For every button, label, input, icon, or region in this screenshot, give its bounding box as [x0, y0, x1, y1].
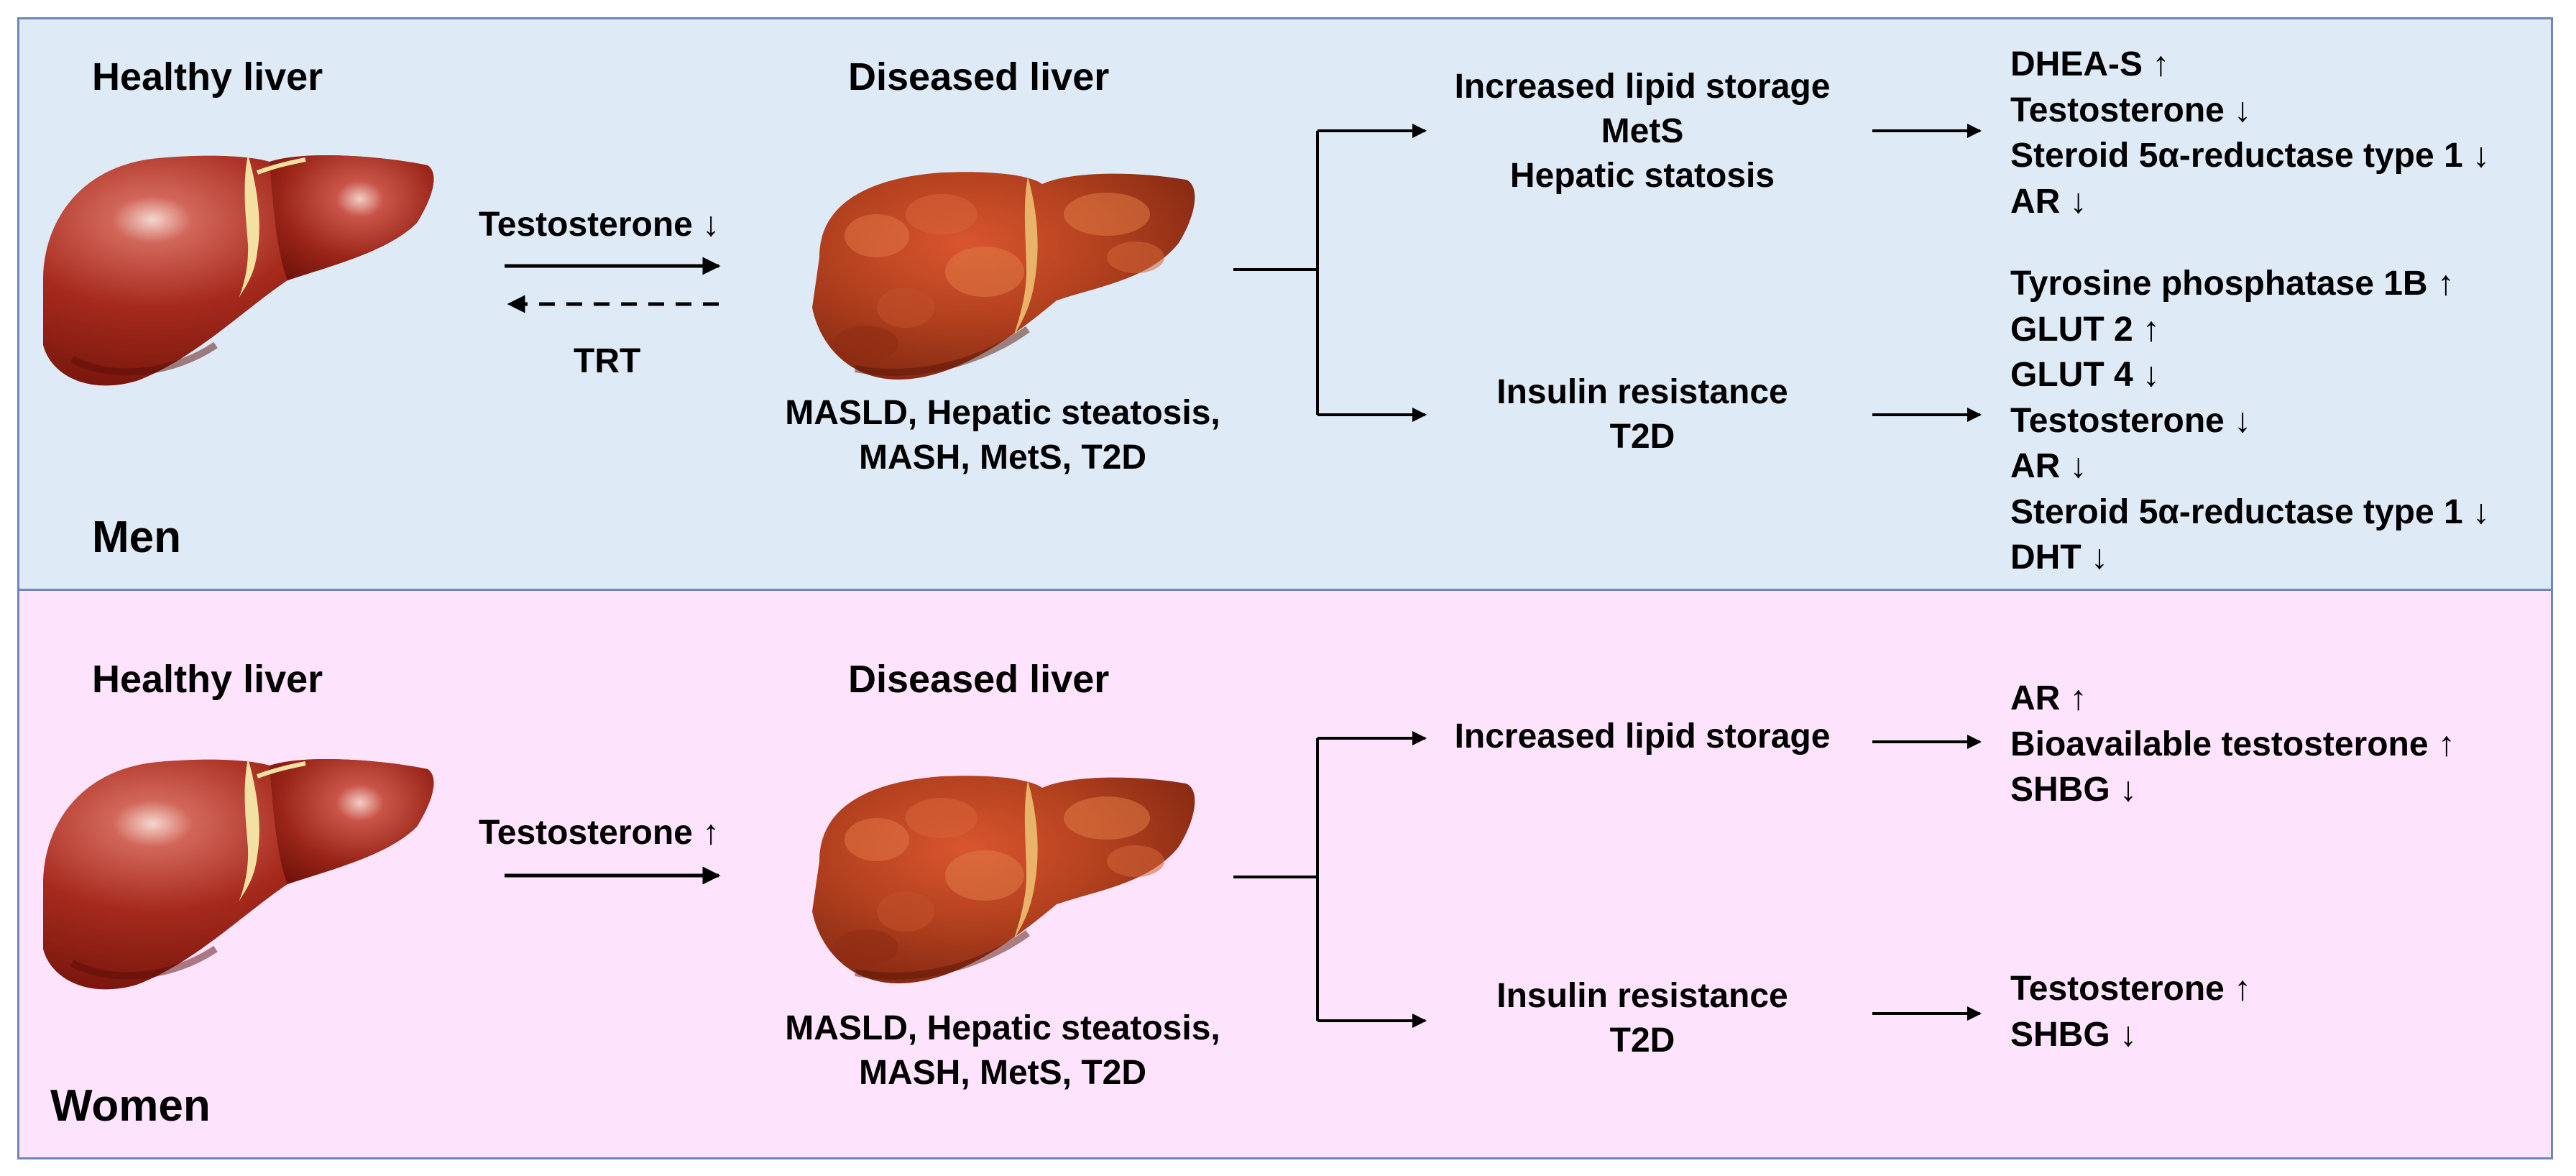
men-healthy-liver-image: [43, 155, 434, 386]
women-marker-upper-3: SHBG ↓: [2010, 771, 2138, 809]
men-branch-lower-line-2: T2D: [1609, 418, 1675, 456]
women-branch-upper: Increased lipid storage: [1409, 715, 1876, 759]
men-diseased-liver-title: Diseased liver: [848, 55, 1110, 98]
men-sex-label: Men: [92, 513, 181, 562]
men-markers-lower: Tyrosine phosphatase 1B ↑ GLUT 2 ↑ GLUT …: [2010, 261, 2490, 581]
men-branch-lower: Insulin resistance T2D: [1409, 370, 1876, 459]
men-markers-upper: DHEA-S ↑ Testosterone ↓ Steroid 5α-reduc…: [2010, 42, 2490, 224]
men-branch-lower-line-1: Insulin resistance: [1496, 373, 1788, 411]
women-conditions: MASLD, Hepatic steatosis, MASH, MetS, T2…: [758, 1006, 1247, 1095]
men-branch-upper: Increased lipid storage MetS Hepatic sta…: [1409, 65, 1876, 198]
women-sex-label: Women: [50, 1081, 211, 1131]
men-marker-lower-5: AR ↓: [2010, 447, 2087, 485]
women-healthy-liver-title: Healthy liver: [92, 658, 323, 701]
women-testosterone-arrow-label: Testosterone ↑: [479, 814, 720, 852]
men-healthy-liver-title: Healthy liver: [92, 55, 323, 98]
men-diseased-liver-image: [812, 172, 1195, 380]
women-conditions-line-2: MASH, MetS, T2D: [858, 1054, 1147, 1092]
men-conditions-line-2: MASH, MetS, T2D: [858, 438, 1147, 477]
women-branch-lower-line-2: T2D: [1609, 1021, 1675, 1060]
men-branch-upper-line-2: MetS: [1601, 112, 1684, 150]
men-branch-upper-line-3: Hepatic statosis: [1509, 157, 1775, 195]
men-marker-upper-2: Testosterone ↓: [2010, 91, 2252, 129]
men-marker-lower-3: GLUT 4 ↓: [2010, 356, 2161, 394]
women-conditions-line-1: MASLD, Hepatic steatosis,: [785, 1009, 1220, 1047]
women-diseased-liver-image: [812, 776, 1195, 983]
men-marker-lower-6: Steroid 5α-reductase type 1 ↓: [2010, 492, 2490, 531]
women-marker-upper-2: Bioavailable testosterone ↑: [2010, 725, 2455, 763]
men-marker-upper-1: DHEA-S ↑: [2010, 45, 2170, 83]
women-panel: [17, 589, 2553, 1159]
men-marker-lower-1: Tyrosine phosphatase 1B ↑: [2010, 265, 2455, 303]
men-marker-upper-3: Steroid 5α-reductase type 1 ↓: [2010, 137, 2490, 175]
women-healthy-liver-image: [43, 758, 434, 990]
men-panel: [17, 17, 2553, 591]
men-conditions-line-1: MASLD, Hepatic steatosis,: [785, 394, 1220, 432]
men-branch-upper-line-1: Increased lipid storage: [1454, 68, 1831, 106]
women-marker-lower-2: SHBG ↓: [2010, 1015, 2138, 1054]
women-branch-lower: Insulin resistance T2D: [1409, 974, 1876, 1063]
women-branch-upper-line-1: Increased lipid storage: [1454, 717, 1831, 755]
men-marker-upper-4: AR ↓: [2010, 182, 2087, 221]
men-trt-label: TRT: [574, 342, 641, 380]
women-marker-upper-1: AR ↑: [2010, 679, 2087, 717]
men-marker-lower-2: GLUT 2 ↑: [2010, 310, 2161, 349]
women-diseased-liver-title: Diseased liver: [848, 658, 1110, 701]
women-markers-lower: Testosterone ↑ SHBG ↓: [2010, 966, 2251, 1057]
men-marker-lower-4: Testosterone ↓: [2010, 401, 2252, 440]
women-marker-lower-1: Testosterone ↑: [2010, 970, 2252, 1008]
men-testosterone-arrow-label: Testosterone ↓: [479, 206, 720, 244]
men-marker-lower-7: DHT ↓: [2010, 538, 2108, 576]
women-branch-lower-line-1: Insulin resistance: [1496, 977, 1788, 1015]
women-markers-upper: AR ↑ Bioavailable testosterone ↑ SHBG ↓: [2010, 676, 2455, 813]
men-conditions: MASLD, Hepatic steatosis, MASH, MetS, T2…: [758, 391, 1247, 480]
